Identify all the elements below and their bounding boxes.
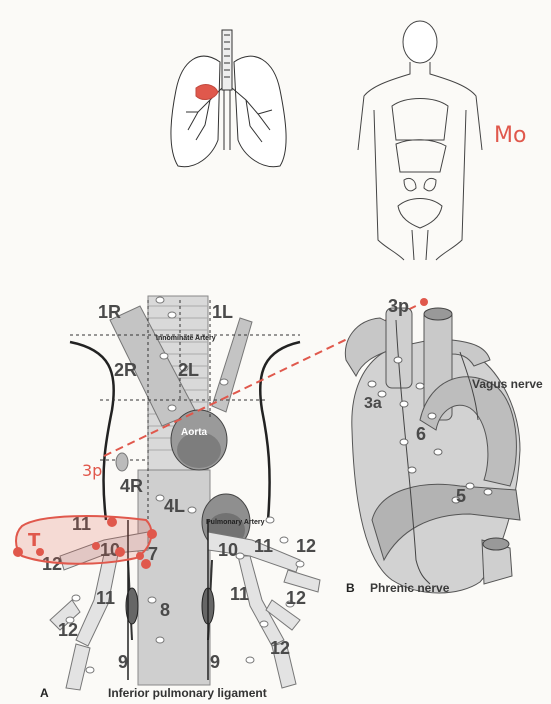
lungs-thumbnail: [171, 30, 286, 167]
panel-b-station-6-label: 6: [416, 424, 426, 444]
station-10-left-label: 10: [218, 540, 238, 560]
torso-thumbnail: [358, 21, 482, 260]
vagus-nerve-label: Vagus nerve: [472, 377, 543, 391]
station-4r-label: 4R: [120, 476, 143, 496]
station-11-left-upper-label: 11: [254, 536, 273, 556]
station-2l-label: 2L: [178, 360, 199, 380]
pulmonary-artery-label: Pulmonary Artery: [206, 519, 265, 526]
panel-b-station-3a-label: 3a: [364, 395, 382, 412]
station-1l-label: 1L: [212, 302, 233, 322]
node-3p-handwritten-label: 3p: [82, 461, 102, 480]
panel-b-station-3p-label: 3p: [388, 296, 409, 316]
station-11-left-lower-label: 11: [230, 584, 249, 604]
station-4l-label: 4L: [164, 496, 185, 516]
phrenic-nerve-label: Phrenic nerve: [370, 581, 450, 595]
station-12-left-lower-label: 12: [270, 638, 290, 658]
tumor-t-label: T: [28, 530, 41, 551]
station-12-left-mid-label: 12: [286, 588, 306, 608]
station-12-right-lower-label: 12: [58, 620, 78, 640]
station-11-right-lower-label: 11: [96, 588, 115, 608]
aorta-label: Aorta: [181, 427, 208, 438]
panel-b-letter: B: [346, 581, 355, 595]
annotation-mo: Mo: [494, 123, 526, 148]
vagus-nerve-label-text: Vagus nerve: [472, 377, 543, 391]
station-2r-label: 2R: [114, 360, 137, 380]
station-8-label: 8: [160, 600, 170, 620]
panel-b-illustration: [345, 298, 520, 593]
panel-a-letter: A: [40, 686, 49, 700]
innominate-artery-label: Innominate Artery: [156, 335, 216, 342]
station-1r-label: 1R: [98, 302, 121, 322]
station-9-left-label: 9: [210, 652, 220, 672]
panel-a-illustration: [50, 296, 320, 690]
panel-b-station-5-label: 5: [456, 486, 466, 506]
station-12-left-upper-label: 12: [296, 536, 316, 556]
inferior-pulmonary-ligament-label: Inferior pulmonary ligament: [108, 686, 267, 700]
station-9-right-label: 9: [118, 652, 128, 672]
